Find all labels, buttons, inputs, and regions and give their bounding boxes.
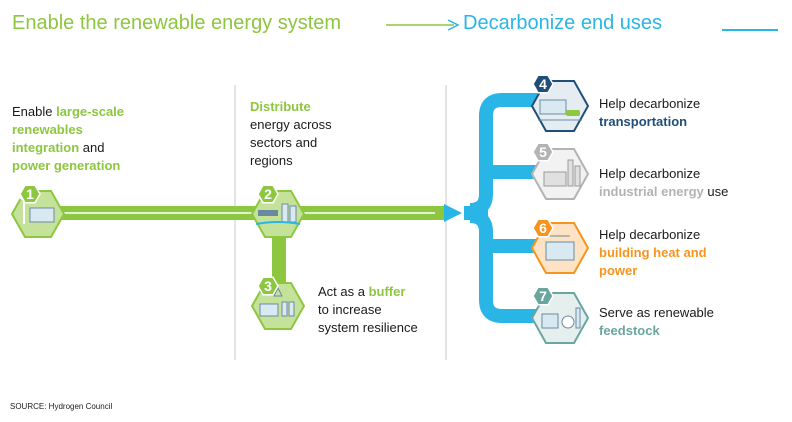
step-4-segment: transportation: [599, 114, 688, 129]
step-7-segment: feedstock: [599, 323, 660, 338]
step-3-line: to increase: [318, 301, 443, 319]
step-1-segment: integration: [12, 140, 80, 155]
step-1-line: renewables: [12, 121, 222, 139]
header-arrow-icon: [386, 19, 460, 31]
step-6-segment: building heat and: [599, 245, 707, 260]
step-6-line: Help decarbonize: [599, 226, 784, 244]
step-7-number: 7: [539, 288, 547, 304]
step-3-line: system resilience: [318, 319, 443, 337]
step-1-segment: renewables: [12, 122, 83, 137]
step-7-line: Serve as renewable: [599, 304, 784, 322]
step-5-segment: use: [703, 184, 729, 199]
step-2-badge: 2: [257, 184, 279, 204]
step-3-segment: Act as a: [318, 284, 369, 299]
step-2-line: Distribute: [250, 98, 430, 116]
flow-arrow-icon: [444, 204, 462, 222]
step-4-text: Help decarbonize transportation: [599, 95, 784, 131]
step-6-number: 6: [539, 220, 547, 236]
step-5-line: Help decarbonize: [599, 165, 784, 183]
step-7-badge: 7: [532, 286, 554, 306]
step-3-badge: 3: [257, 276, 279, 296]
step-6-text: Help decarbonize building heat and power: [599, 226, 784, 280]
header-right-title: Decarbonize end uses: [463, 12, 663, 34]
value-chain-diagram: 1 2 3 4 5 6 7: [10, 74, 590, 360]
step-7-segment: Serve as renewable: [599, 305, 714, 320]
step-6-segment: Help decarbonize: [599, 227, 701, 242]
step-4-number: 4: [539, 76, 547, 92]
step-5-segment: Help decarbonize: [599, 166, 701, 181]
step-1-segment: and: [79, 140, 105, 155]
step-1-segment: power generation: [12, 158, 121, 173]
step-5-segment: industrial energy: [599, 184, 704, 199]
step-4-line: transportation: [599, 113, 784, 131]
step-5-line: industrial energy use: [599, 183, 784, 201]
step-4-badge: 4: [532, 74, 554, 94]
step-7-text: Serve as renewable feedstock: [599, 304, 784, 340]
step-6-line: building heat and: [599, 244, 784, 262]
step-2-segment: energy across: [250, 117, 332, 132]
step-5-text: Help decarbonize industrial energy use: [599, 165, 784, 201]
step-5-number: 5: [539, 144, 547, 160]
step-3-segment: to increase: [318, 302, 382, 317]
step-2-line: regions: [250, 152, 430, 170]
step-2-text: Distribute energy across sectors and region…: [250, 98, 430, 170]
step-6-line: power: [599, 262, 784, 280]
step-3-segment: buffer: [368, 284, 406, 299]
step-1-line: integration and: [12, 139, 222, 157]
step-6-segment: power: [599, 263, 638, 278]
step-2-number: 2: [264, 186, 272, 202]
step-7-line: feedstock: [599, 322, 784, 340]
fork-branch-4: [469, 93, 545, 217]
step-5-badge: 5: [532, 142, 554, 162]
step-1-segment: Enable: [12, 104, 57, 119]
step-2-segment: sectors and: [250, 135, 318, 150]
header-rule: [722, 29, 778, 31]
step-2-segment: Distribute: [250, 99, 311, 114]
fork-branch-7: [469, 209, 545, 323]
step-3-segment: system resilience: [318, 320, 418, 335]
header-left-title: Enable the renewable energy system: [12, 12, 342, 34]
step-5-hexagon: [530, 148, 590, 200]
step-1-number: 1: [26, 186, 34, 202]
step-2-segment: regions: [250, 153, 293, 168]
step-2-line: sectors and: [250, 134, 430, 152]
step-1-segment: large-scale: [56, 104, 125, 119]
source-note: SOURCE: Hydrogen Council: [10, 402, 113, 411]
step-4-segment: Help decarbonize: [599, 96, 701, 111]
step-6-badge: 6: [532, 218, 554, 238]
step-2-line: energy across: [250, 116, 430, 134]
step-1-line: power generation: [12, 157, 222, 175]
step-1-badge: 1: [19, 184, 41, 204]
step-3-number: 3: [264, 278, 272, 294]
step-3-line: Act as a buffer: [318, 283, 443, 301]
step-4-line: Help decarbonize: [599, 95, 784, 113]
step-7-hexagon: [530, 292, 590, 344]
step-1-line: Enable large-scale: [12, 103, 222, 121]
fork-stem: [464, 206, 488, 220]
